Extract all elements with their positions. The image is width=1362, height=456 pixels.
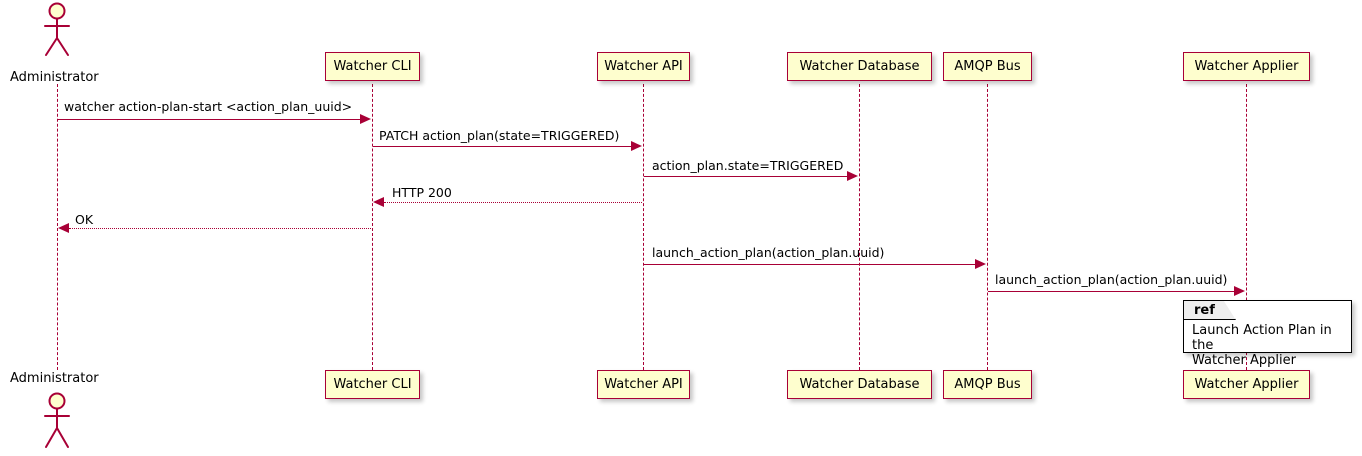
message-arrowhead-4 <box>373 197 384 207</box>
participant-label: AMQP Bus <box>954 377 1021 392</box>
message-line-7 <box>988 291 1234 292</box>
ref-fragment-tab-label: ref <box>1194 302 1215 318</box>
participant-label: Watcher API <box>604 377 683 392</box>
lifeline-watcher-cli <box>372 84 373 370</box>
participant-watcher-cli-top[interactable]: Watcher CLI <box>325 52 420 81</box>
ref-fragment-tab: ref <box>1184 301 1236 320</box>
participant-amqp-bus-bottom[interactable]: AMQP Bus <box>943 370 1032 399</box>
message-line-4 <box>384 202 642 203</box>
lifeline-watcher-api <box>643 84 644 370</box>
message-label-2: PATCH action_plan(state=TRIGGERED) <box>379 128 620 143</box>
lifeline-watcher-applier <box>1246 84 1247 370</box>
message-arrowhead-1 <box>360 114 371 124</box>
message-line-2 <box>373 146 631 147</box>
message-arrowhead-7 <box>1234 286 1245 296</box>
participant-label: Watcher Database <box>799 377 920 392</box>
participant-watcher-applier-top[interactable]: Watcher Applier <box>1183 52 1310 81</box>
lifeline-administrator <box>57 84 58 370</box>
participant-label: Watcher API <box>604 59 683 74</box>
participant-label: Watcher Database <box>799 59 920 74</box>
ref-fragment-body: Launch Action Plan in the Watcher Applie… <box>1192 323 1332 368</box>
message-line-1 <box>58 119 360 120</box>
actor-administrator-top-icon <box>37 2 77 58</box>
participant-watcher-database-top[interactable]: Watcher Database <box>787 52 932 81</box>
message-label-5: OK <box>75 212 94 227</box>
participant-watcher-api-bottom[interactable]: Watcher API <box>597 370 690 399</box>
message-arrowhead-2 <box>631 141 642 151</box>
lifeline-amqp-bus <box>987 84 988 370</box>
participant-label: Watcher Applier <box>1194 59 1299 74</box>
message-label-1: watcher action-plan-start <action_plan_u… <box>64 99 353 114</box>
participant-label: AMQP Bus <box>954 59 1021 74</box>
message-line-6 <box>644 264 975 265</box>
message-line-5 <box>69 228 371 229</box>
participant-label: Watcher CLI <box>333 59 412 74</box>
message-arrowhead-3 <box>847 171 858 181</box>
lifeline-watcher-database <box>859 84 860 370</box>
participant-watcher-applier-bottom[interactable]: Watcher Applier <box>1183 370 1310 399</box>
participant-watcher-database-bottom[interactable]: Watcher Database <box>787 370 932 399</box>
actor-administrator-bottom-label: Administrator <box>10 371 99 386</box>
participant-watcher-api-top[interactable]: Watcher API <box>597 52 690 81</box>
message-label-6: launch_action_plan(action_plan.uuid) <box>652 245 885 260</box>
participant-watcher-cli-bottom[interactable]: Watcher CLI <box>325 370 420 399</box>
message-label-7: launch_action_plan(action_plan.uuid) <box>995 272 1228 287</box>
participant-label: Watcher Applier <box>1194 377 1299 392</box>
message-line-3 <box>644 176 847 177</box>
participant-amqp-bus-top[interactable]: AMQP Bus <box>943 52 1032 81</box>
message-label-3: action_plan.state=TRIGGERED <box>652 158 844 173</box>
ref-fragment[interactable]: ref Launch Action Plan in the Watcher Ap… <box>1183 300 1352 368</box>
participant-label: Watcher CLI <box>333 377 412 392</box>
message-arrowhead-5 <box>58 223 69 233</box>
message-label-4: HTTP 200 <box>392 185 452 200</box>
message-arrowhead-6 <box>975 259 986 269</box>
actor-administrator-top-label: Administrator <box>10 70 99 85</box>
actor-administrator-bottom-icon <box>37 392 77 448</box>
